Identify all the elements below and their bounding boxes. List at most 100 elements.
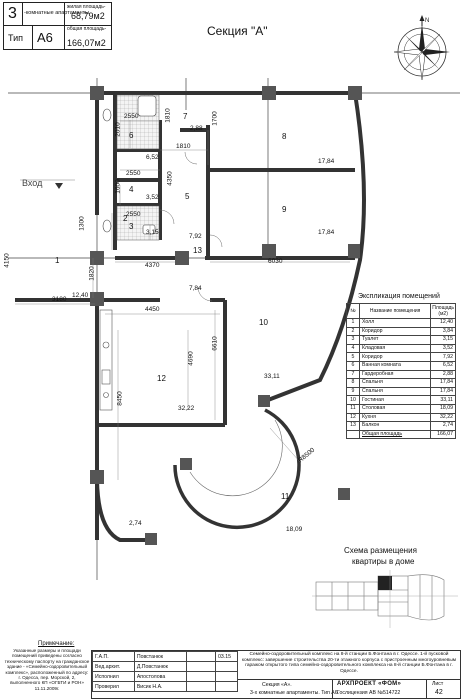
stamp-row: Вед.архит.Д.Повстанюк bbox=[92, 661, 238, 672]
room-number: 6 bbox=[129, 131, 134, 140]
rooms-count-box: 3 bbox=[4, 3, 23, 26]
legend-cell-area: 166,07 bbox=[430, 429, 456, 440]
scheme-title-line1: Схема размещения bbox=[344, 546, 417, 555]
rooms-count: 3 bbox=[8, 5, 17, 22]
legend-cell-name: Туалет bbox=[358, 335, 432, 345]
room-number: 3 bbox=[129, 222, 134, 231]
legend-cell-no: 12 bbox=[346, 412, 360, 423]
legend-cell-no: 1 bbox=[346, 318, 360, 328]
legend-cell-name: Спальня bbox=[358, 378, 432, 388]
legend-cell-name: Балкон bbox=[358, 421, 432, 431]
note-title: Примечание: bbox=[38, 641, 75, 647]
area-label: 2,74 bbox=[129, 520, 142, 527]
stamp-cell-date bbox=[215, 661, 238, 672]
dimension-label: 4450 bbox=[145, 306, 160, 313]
legend-cell-name: Коридор bbox=[358, 352, 432, 362]
stamp-cell-sig bbox=[186, 661, 217, 672]
legend-cell-area: 6,52 bbox=[430, 360, 456, 371]
dimension-label: 1700 bbox=[211, 111, 219, 126]
dimension-label: 2550 bbox=[126, 170, 141, 177]
area-label: 7,84 bbox=[189, 285, 202, 292]
legend-cell-name: Холл bbox=[358, 318, 432, 328]
scheme-title-line2: квартиры в доме bbox=[352, 557, 415, 566]
legend-cell-no: 11 bbox=[346, 403, 360, 414]
company-name: АРХПРОЕКТ «ФОМ» bbox=[337, 681, 402, 687]
legend-cell-no: 6 bbox=[346, 360, 360, 371]
legend-cell-name: Спальня bbox=[358, 386, 432, 397]
legend-col-area: Площадь (м2) bbox=[430, 303, 456, 319]
legend-cell-no: 5 bbox=[346, 352, 360, 362]
room-number: 12 bbox=[157, 374, 166, 383]
entrance-label: Вход bbox=[22, 178, 43, 188]
room-number: 11 bbox=[281, 492, 290, 501]
stamp-cell-role: Вед.архит. bbox=[92, 661, 135, 672]
area-label: 7,92 bbox=[189, 233, 202, 240]
living-area-value: 68,79м2 bbox=[71, 11, 105, 21]
legend-cell-area: 12,40 bbox=[430, 318, 456, 328]
area-label: 17,84 bbox=[318, 158, 335, 165]
area-label: 18,09 bbox=[286, 526, 303, 533]
legend-cell-area: 17,84 bbox=[430, 378, 456, 388]
list-value: 42 bbox=[435, 689, 443, 696]
legend-cell-no: 4 bbox=[346, 343, 360, 354]
legend-cell-area: 33,11 bbox=[430, 395, 456, 405]
legend-cell-area: 3,52 bbox=[430, 343, 456, 354]
sheet-subtitle: 3-х комнатные апартаменты. Тип А6. bbox=[250, 690, 340, 696]
stamp-cell-sig bbox=[186, 671, 217, 682]
apartment-header: 3 -комнатные апартаменты жилая площадь- … bbox=[3, 2, 112, 50]
dimension-label: 1810 bbox=[176, 143, 191, 150]
legend-cell-no: 9 bbox=[346, 386, 360, 397]
area-label: 3,15 bbox=[146, 229, 159, 236]
floor-plan bbox=[8, 78, 460, 580]
dimension-label: 4370 bbox=[145, 262, 160, 269]
legend-cell-area: 17,84 bbox=[430, 386, 456, 397]
room-number: 1 bbox=[55, 256, 60, 265]
dimension-label: 3180 bbox=[52, 296, 67, 303]
stamp-cell-role: Проверил bbox=[92, 681, 135, 692]
stamp-cell-role: Исполнил bbox=[92, 671, 135, 682]
license-text: Гослицензия АВ №514722 bbox=[337, 690, 401, 696]
dimension-label: 4350 bbox=[166, 171, 174, 186]
project-description: Семейно-оздоровительный комплекс на 8-й … bbox=[241, 652, 457, 674]
legend-cell-area: 18,09 bbox=[430, 403, 456, 414]
legend-cell-name: Кухня bbox=[358, 412, 432, 423]
area-label: 17,84 bbox=[318, 229, 335, 236]
dimension-label: 2550 bbox=[124, 113, 139, 120]
type-label: Тип bbox=[8, 33, 24, 43]
total-area-label: общая площадь- bbox=[67, 26, 107, 32]
legend-cell-no: 10 bbox=[346, 395, 360, 405]
room-number: 2 bbox=[123, 214, 128, 223]
legend-cell-area: 32,22 bbox=[430, 412, 456, 423]
dimension-label: 8450 bbox=[116, 391, 124, 406]
room-number: 7 bbox=[183, 112, 188, 121]
rooms-word: -комнатные апартаменты bbox=[24, 10, 90, 16]
legend-cell-no: 3 bbox=[346, 335, 360, 345]
stamp-cell-role: Г.А.П. bbox=[92, 651, 135, 662]
area-label: 3,52 bbox=[146, 194, 159, 201]
room-number: 5 bbox=[185, 192, 190, 201]
area-label: 12,40 bbox=[72, 292, 89, 299]
dimension-label: 4150 bbox=[3, 253, 11, 268]
legend-cell-name: Гардеробная bbox=[358, 369, 432, 380]
area-label: 6,52 bbox=[146, 154, 159, 161]
stamp-cell-sig bbox=[186, 681, 217, 692]
type-value: А6 bbox=[37, 30, 53, 45]
legend-cell-no: 8 bbox=[346, 378, 360, 388]
legend-title: Экспликация помещений bbox=[358, 293, 440, 300]
room-number: 13 bbox=[193, 246, 202, 255]
compass-north-label: N bbox=[425, 18, 429, 24]
living-area-label: жилая площадь- bbox=[67, 4, 106, 10]
note-text: Указанные размеры и площади помещений пр… bbox=[4, 648, 90, 691]
